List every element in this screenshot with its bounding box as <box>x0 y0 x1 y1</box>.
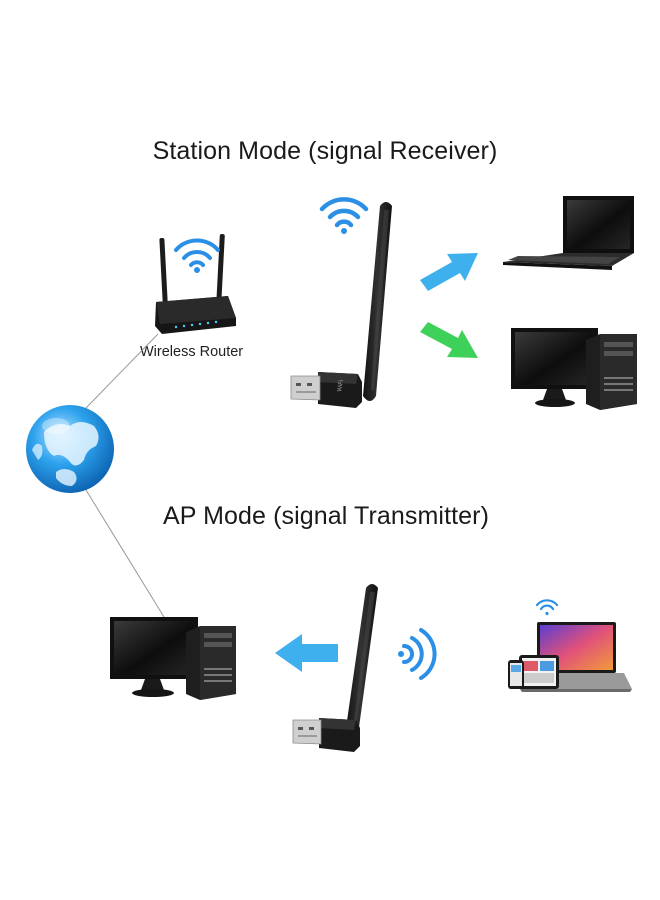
arrow-icon-left <box>275 634 338 672</box>
tablet-icon <box>519 655 559 689</box>
router-globe-line <box>85 333 159 409</box>
connection-lines <box>85 333 165 618</box>
globe-desktop-line <box>85 489 165 618</box>
arrow-icon-green <box>420 322 478 358</box>
arrow-icon-blue <box>420 253 478 291</box>
desktop-icon <box>511 328 637 410</box>
ap-mode-title: AP Mode (signal Transmitter) <box>162 502 490 530</box>
globe-icon <box>26 405 114 493</box>
phone-icon <box>508 660 524 689</box>
router-wifi-icon <box>174 238 220 273</box>
station-mode-title: Station Mode (signal Receiver) <box>152 137 498 165</box>
usb-adapter-icon-ap <box>292 584 378 752</box>
usb-adapter-icon <box>290 202 392 408</box>
adapter-brand-text: WiFi <box>337 379 345 392</box>
laptop-icon <box>503 196 634 270</box>
wifi-icon <box>319 197 369 234</box>
wireless-router-label: Wireless Router <box>140 344 244 360</box>
router-icon <box>155 234 236 334</box>
wifi-icon-small <box>535 599 559 616</box>
desktop-icon-ap <box>110 617 236 700</box>
signal-waves-icon <box>398 628 437 680</box>
